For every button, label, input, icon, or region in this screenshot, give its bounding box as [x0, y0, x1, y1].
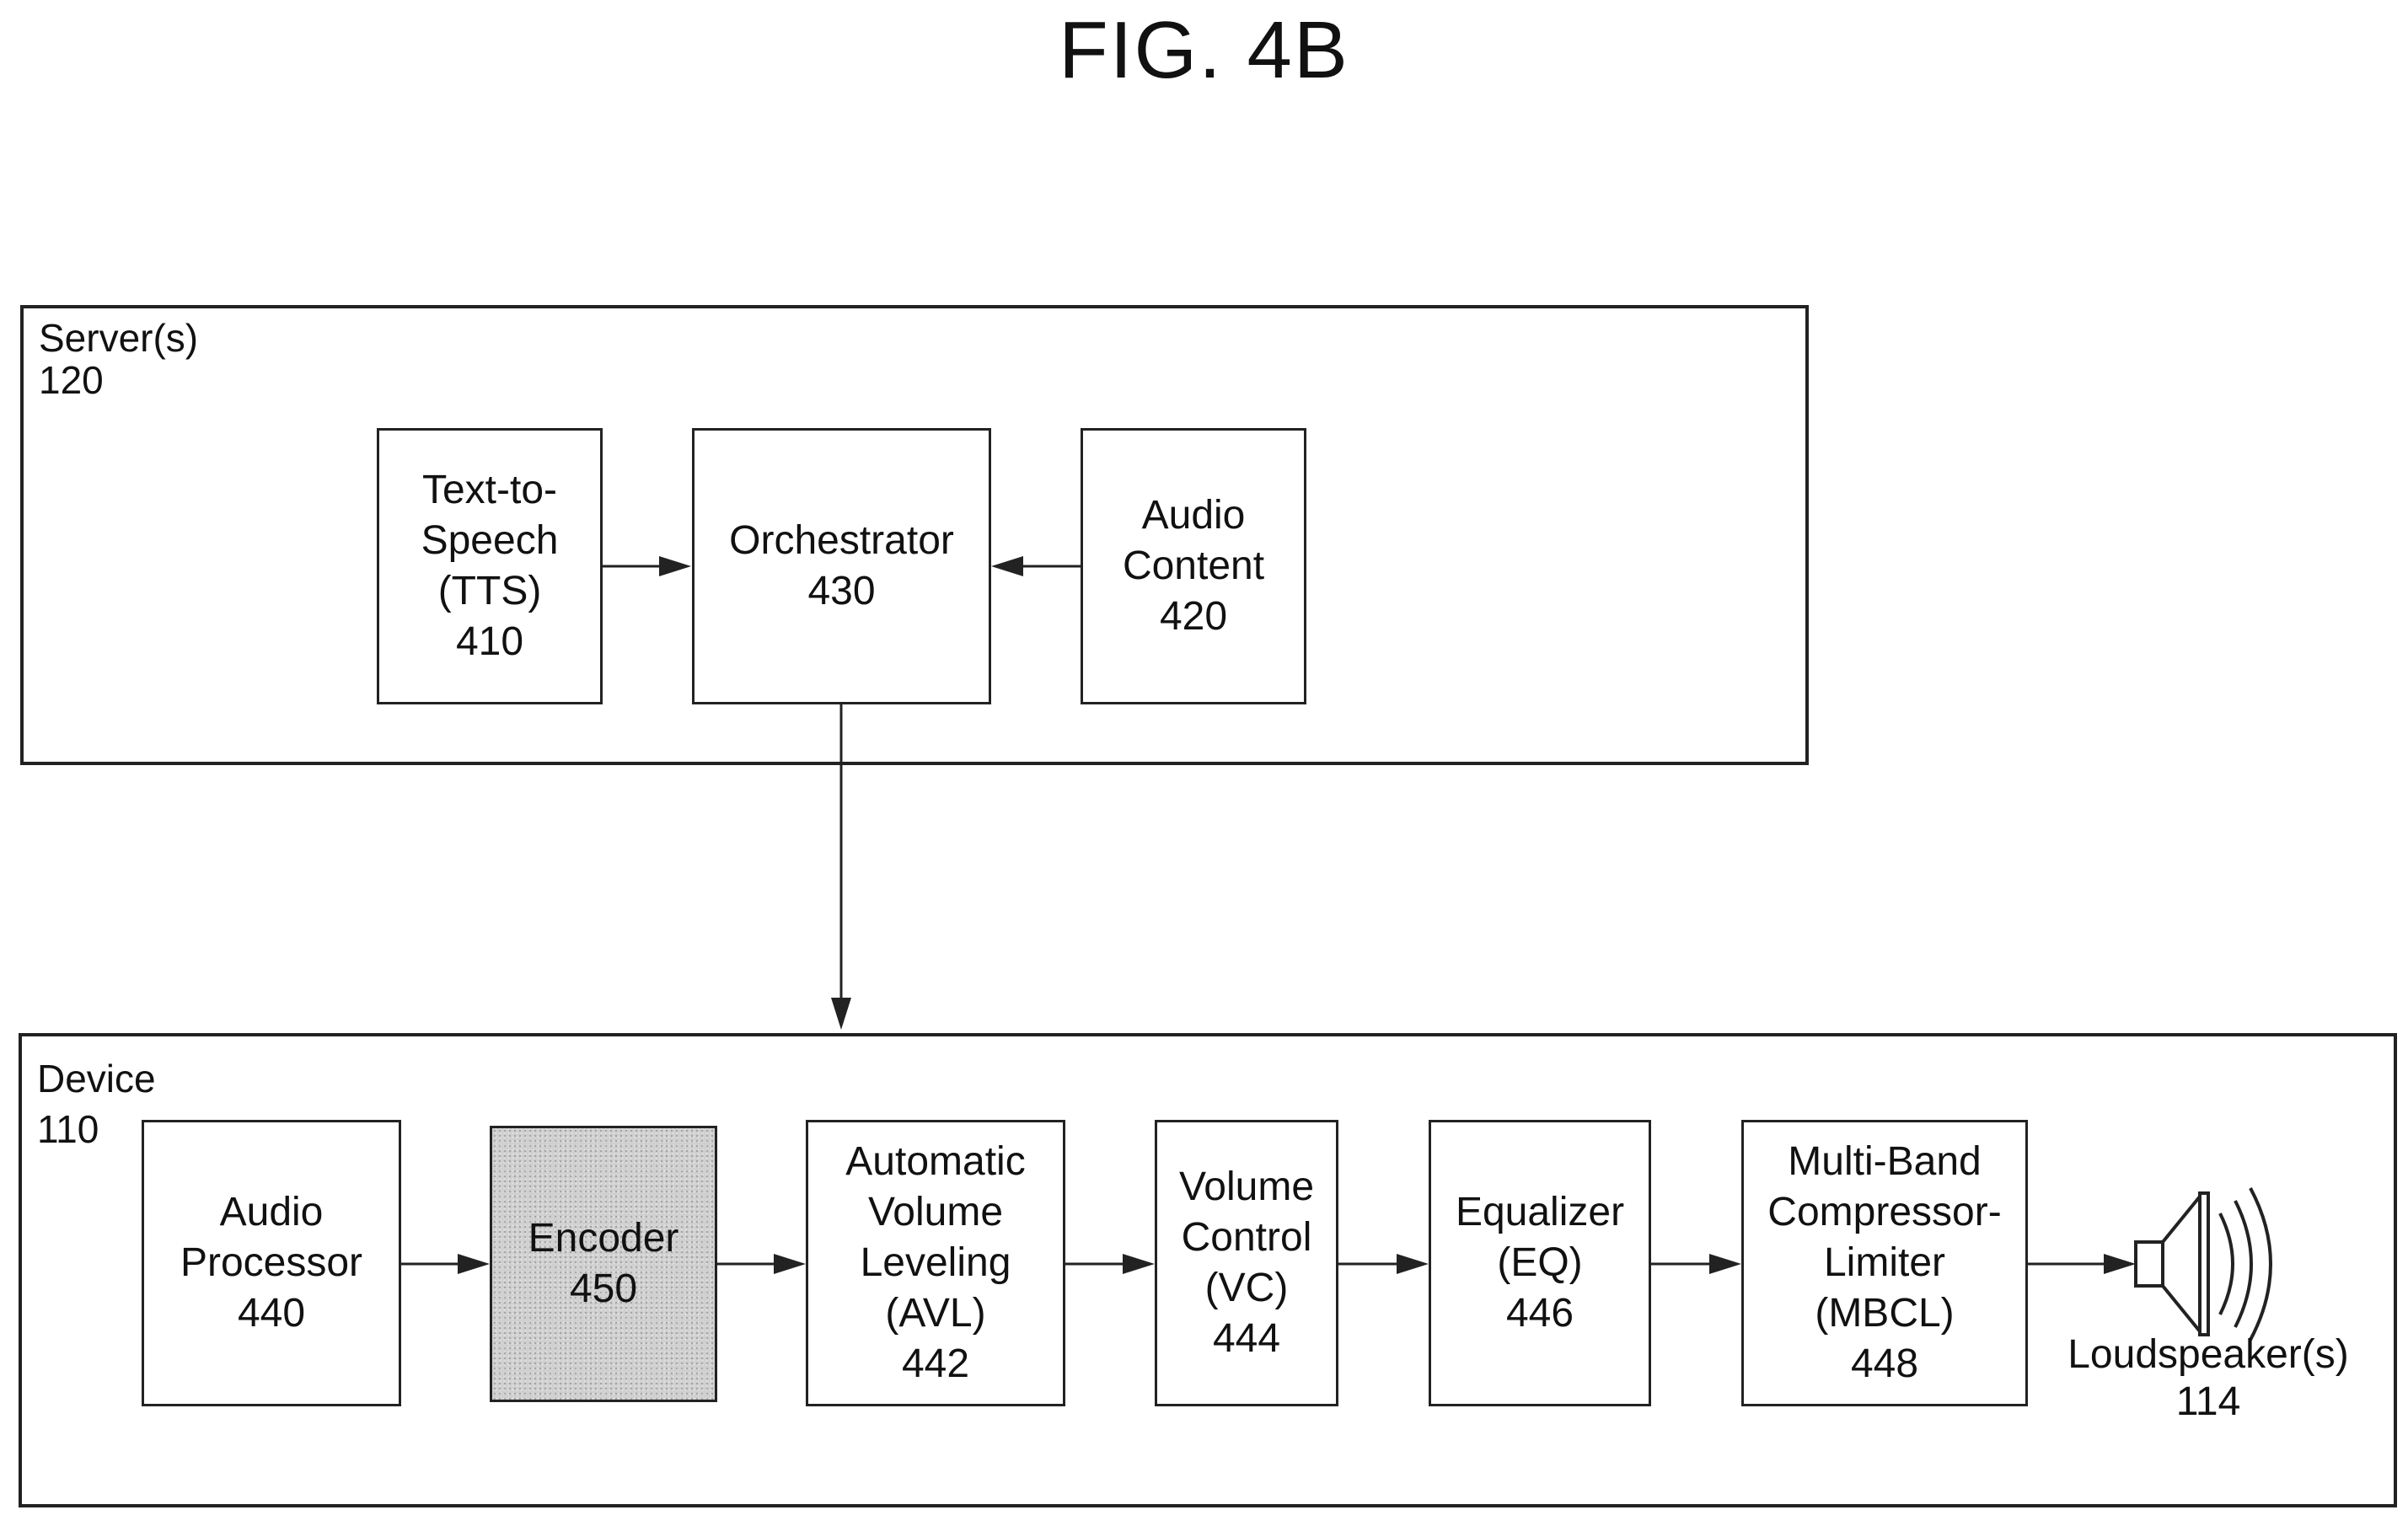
arrowhead [831, 998, 851, 1030]
arrowhead [1123, 1254, 1155, 1274]
arrowhead [1397, 1254, 1429, 1274]
loudspeaker-label: Loudspeaker(s) 114 [2048, 1331, 2368, 1426]
arrowhead [659, 556, 691, 576]
arrowhead [458, 1254, 490, 1274]
arrowhead [2104, 1254, 2136, 1274]
loudspeaker-name: Loudspeaker(s) [2067, 1332, 2349, 1377]
loudspeaker-icon [2136, 1188, 2271, 1340]
arrowhead [1709, 1254, 1741, 1274]
loudspeaker-ref: 114 [2176, 1379, 2241, 1424]
arrowhead [991, 556, 1023, 576]
arrowhead [774, 1254, 806, 1274]
